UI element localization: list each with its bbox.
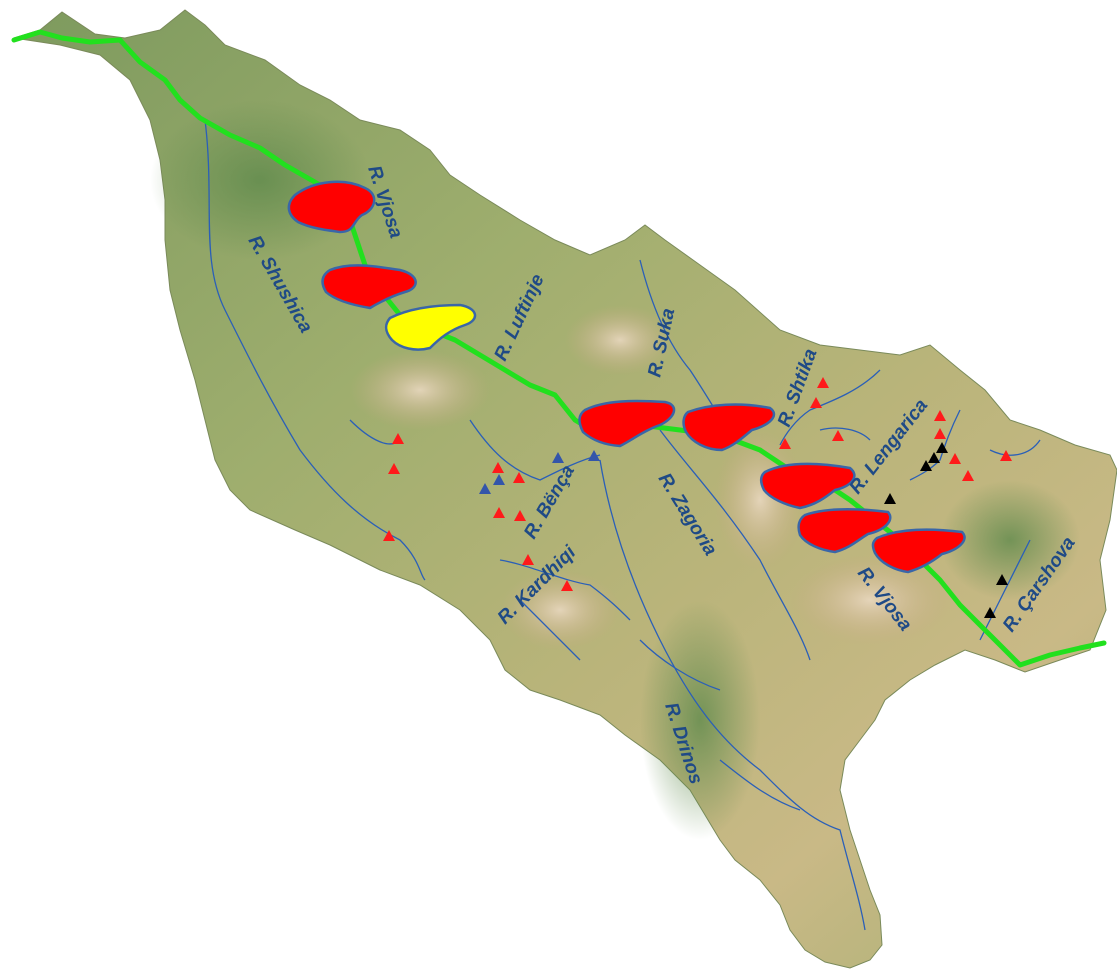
- red-triangle-marker: [934, 410, 946, 421]
- red-triangle-marker: [810, 397, 822, 408]
- reservoir-red-2: [321, 264, 417, 310]
- red-triangle-marker: [934, 428, 946, 439]
- blue-triangle-marker: [588, 450, 600, 461]
- red-triangle-marker: [832, 430, 844, 441]
- red-triangle-marker: [388, 463, 400, 474]
- minor-stream: [819, 427, 871, 441]
- red-triangle-marker: [514, 510, 526, 521]
- lengarica-river: [909, 409, 961, 481]
- minor-stream: [989, 439, 1041, 456]
- mountain-shade: [500, 570, 620, 650]
- blue-triangle-marker: [479, 483, 491, 494]
- red-markers: [383, 377, 1012, 591]
- blue-markers: [479, 450, 600, 494]
- benca-river: [469, 419, 601, 481]
- valley-shade: [940, 480, 1080, 600]
- red-triangle-marker: [493, 507, 505, 518]
- zagoria-river: [659, 429, 811, 661]
- black-triangle-marker: [984, 607, 996, 618]
- red-triangle-marker: [817, 377, 829, 388]
- reservoir-yellow: [384, 303, 477, 351]
- red-triangle-marker: [492, 462, 504, 473]
- kardhiqi-river: [499, 559, 631, 621]
- blue-triangle-marker: [552, 452, 564, 463]
- shushica-river: [204, 119, 426, 581]
- red-triangle-marker: [392, 433, 404, 444]
- black-triangle-marker: [928, 452, 940, 463]
- minor-stream: [519, 599, 581, 661]
- shtika-river: [779, 369, 881, 446]
- red-triangle-marker: [513, 472, 525, 483]
- reservoir-red-7: [871, 528, 966, 574]
- black-markers: [884, 442, 1008, 618]
- black-triangle-marker: [884, 493, 896, 504]
- minor-stream: [639, 639, 721, 691]
- mountain-shade: [790, 555, 950, 645]
- red-triangle-marker: [962, 470, 974, 481]
- red-triangle-marker: [779, 438, 791, 449]
- reservoir-red-3: [578, 399, 676, 448]
- red-triangle-marker: [1000, 450, 1012, 461]
- red-triangle-marker: [561, 580, 573, 591]
- black-triangle-marker: [936, 442, 948, 453]
- red-triangle-marker: [949, 453, 961, 464]
- minor-stream: [719, 759, 801, 811]
- blue-triangle-marker: [493, 474, 505, 485]
- reservoir-red-4: [682, 403, 776, 452]
- reservoirs: [287, 180, 966, 574]
- reservoir-red-1: [287, 180, 376, 234]
- black-triangle-marker: [996, 574, 1008, 585]
- reservoir-red-6: [797, 508, 892, 554]
- drinos-river: [599, 459, 866, 931]
- black-triangle-marker: [920, 460, 932, 471]
- mountain-shade: [350, 350, 490, 430]
- reservoir-red-5: [759, 462, 856, 510]
- red-triangle-marker: [522, 554, 534, 565]
- mountain-shade: [565, 305, 675, 375]
- red-triangle-marker: [383, 530, 395, 541]
- tributary-rivers: [204, 119, 1041, 931]
